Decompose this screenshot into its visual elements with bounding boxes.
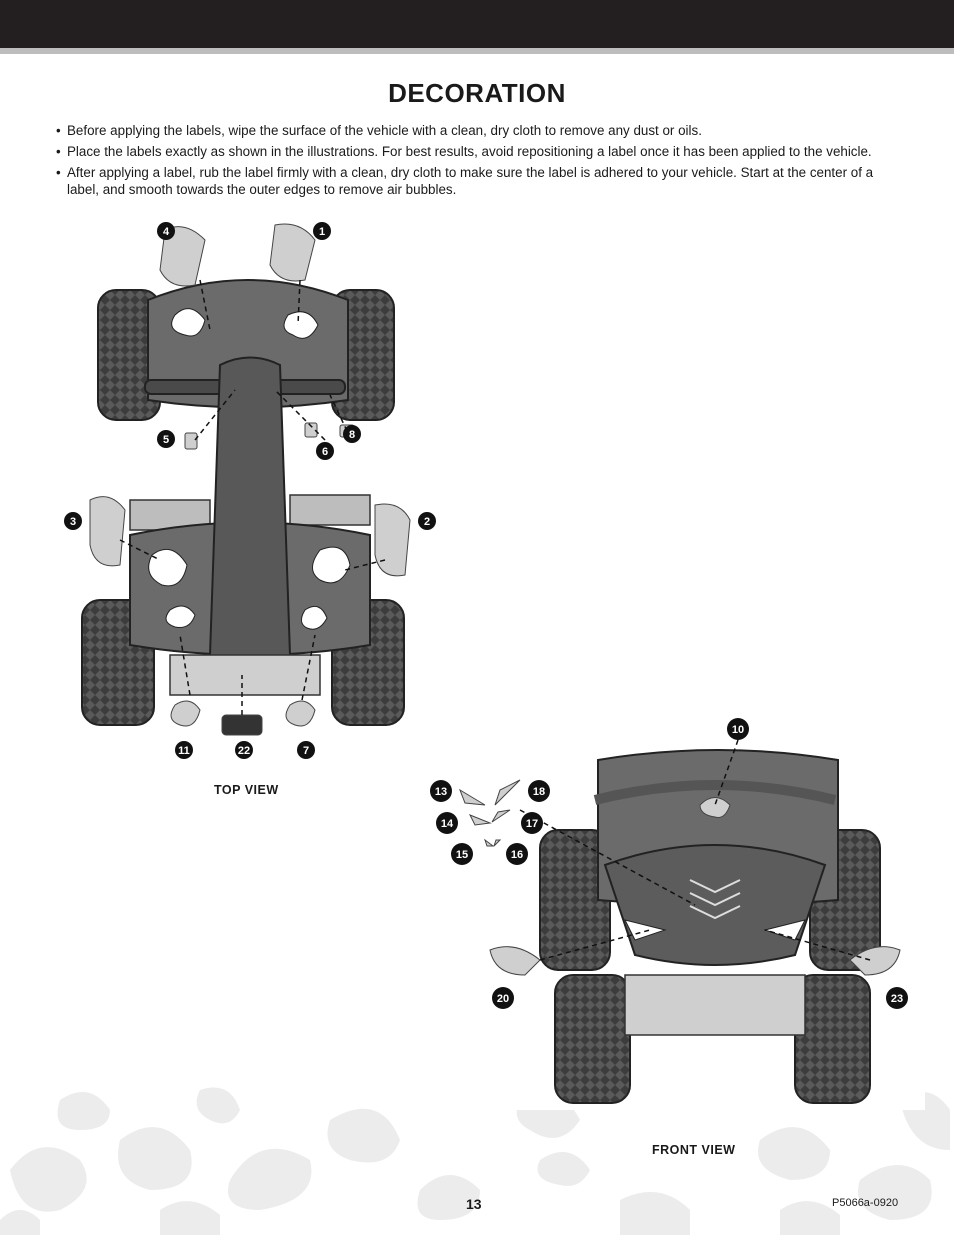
callout-label: 14 [441,818,454,830]
front-bumper [624,974,806,1036]
callout-label: 18 [533,786,545,798]
tire-right-front [794,974,871,1104]
front-view-callouts: 10 13 18 14 17 15 16 20 23 [430,718,908,1009]
rear-axle [169,654,321,696]
callout-label: 15 [456,849,468,861]
header-bar [0,0,954,48]
callout-label: 8 [349,429,355,441]
callout-label: 7 [303,745,309,757]
page-number: 13 [466,1196,482,1212]
instruction-item: Before applying the labels, wipe the sur… [56,122,906,139]
callout-label: 5 [163,434,169,446]
callout-label: 10 [732,724,744,736]
camouflage-background [0,1087,950,1235]
callout-label: 23 [891,993,903,1005]
top-view-callouts: 4 1 5 8 6 3 2 11 22 7 [64,222,436,759]
page-title: DECORATION [388,78,566,108]
front-view-illustration: 10 13 18 14 17 15 16 20 23 [420,715,925,1110]
callout-label: 11 [178,745,190,757]
callout-label: 1 [319,226,325,238]
instruction-list: Before applying the labels, wipe the sur… [56,122,906,202]
header-bar-edge [0,48,954,54]
tire-left-front [554,974,631,1104]
callout-label: 13 [435,786,447,798]
instruction-item: Place the labels exactly as shown in the… [56,143,906,160]
callout-label: 17 [526,818,538,830]
top-view-caption: TOP VIEW [214,783,279,797]
callout-label: 22 [238,745,250,757]
handlebar [593,780,837,805]
seat [208,356,292,671]
front-view-caption: FRONT VIEW [652,1143,736,1157]
callout-label: 20 [497,993,509,1005]
callout-label: 16 [511,849,523,861]
callout-label: 2 [424,516,430,528]
rack-right [289,494,371,526]
top-view-illustration: 4 1 5 8 6 3 2 11 22 7 [64,222,436,759]
callout-label: 3 [70,516,76,528]
instruction-item: After applying a label, rub the label fi… [56,164,906,198]
callout-label: 6 [322,446,328,458]
callout-label: 4 [163,226,170,238]
document-code: P5066a-0920 [832,1197,899,1209]
